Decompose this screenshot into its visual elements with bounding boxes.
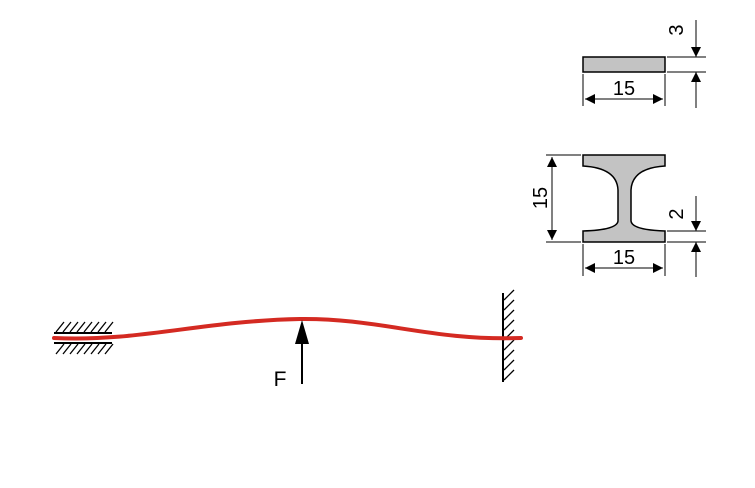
left-support-hatch-top — [55, 321, 114, 333]
force-label: F — [274, 368, 287, 391]
force-arrowhead — [295, 320, 309, 344]
flat-width-label: 15 — [613, 78, 635, 100]
i-width-label: 15 — [613, 247, 635, 269]
deflected-beam — [52, 316, 523, 341]
force-arrow — [295, 320, 309, 384]
i-section-shape — [582, 154, 666, 243]
right-wall-hatch — [503, 289, 515, 381]
i-height-label: 15 — [530, 187, 552, 209]
left-support-hatch-bottom — [55, 343, 114, 355]
left-sliding-support — [54, 321, 114, 355]
i-beam-cross-section: 15 15 2 — [530, 154, 706, 277]
i-flange-label: 2 — [666, 208, 688, 219]
right-fixed-wall — [502, 289, 515, 382]
flat-cross-section: 15 3 — [582, 20, 706, 108]
flat-thickness-label: 3 — [666, 24, 688, 35]
flat-section-shape — [582, 56, 666, 73]
